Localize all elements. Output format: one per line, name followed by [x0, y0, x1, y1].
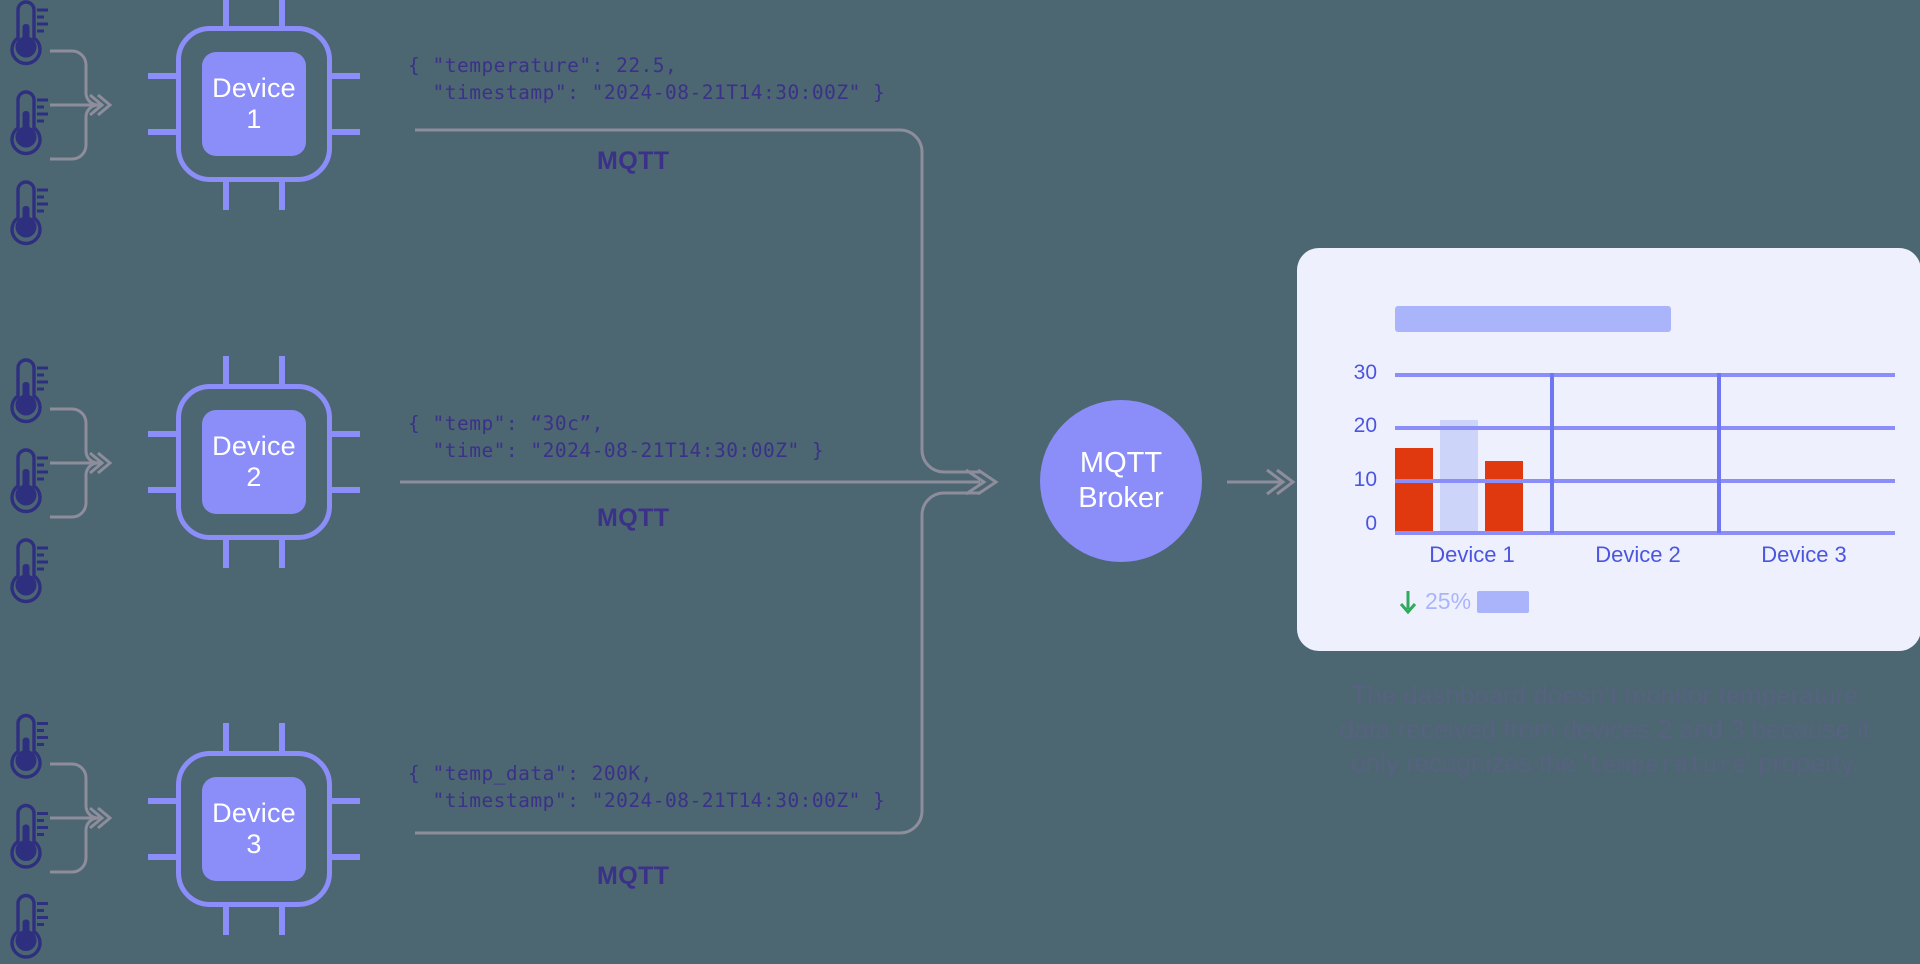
- dashboard-title-placeholder: [1395, 306, 1671, 332]
- chip-outline: [176, 384, 332, 540]
- chip-outline: [176, 26, 332, 182]
- sensor-brace-1: [50, 49, 113, 161]
- chip-pin: [330, 129, 360, 135]
- chip-pin: [279, 180, 285, 210]
- sensor-group-3: [10, 713, 48, 959]
- chip-pin: [330, 73, 360, 79]
- thermometer-icon: [10, 538, 48, 604]
- chip-pin: [148, 854, 178, 860]
- bar-device1-series1: [1395, 448, 1433, 533]
- caption-line-3-pre: only recognizes the ': [1350, 748, 1588, 778]
- thermometer-icon: [10, 448, 48, 514]
- device-chip-label-1: Device 1: [202, 52, 306, 156]
- x-label-device-3: Device 3: [1761, 542, 1847, 567]
- x-label-device-2: Device 2: [1595, 542, 1681, 567]
- thermometer-icon: [10, 0, 48, 66]
- sensor-group-1: [10, 0, 48, 246]
- chip-pin: [223, 356, 229, 386]
- caption-line-3: only recognizes the 'temperature' proper…: [1285, 746, 1920, 781]
- payload-device-3: { "temp_data": 200K, "timestamp": "2024-…: [408, 762, 886, 812]
- protocol-label-3: MQTT: [597, 862, 670, 890]
- sensor-brace-2: [50, 407, 113, 519]
- gridline-20: [1395, 426, 1895, 430]
- mqtt-broker-label: MQTT Broker: [1078, 447, 1164, 514]
- chip-pin: [279, 905, 285, 935]
- protocol-label-1: MQTT: [597, 147, 670, 175]
- broker-to-dashboard-arrow: [1227, 468, 1296, 496]
- mqtt-broker-node[interactable]: MQTT Broker: [1040, 400, 1202, 562]
- chip-pin: [148, 431, 178, 437]
- caption-line-3-post: ' property.: [1746, 748, 1860, 778]
- device-chip-label-2: Device 2: [202, 410, 306, 514]
- thermometer-icon: [10, 90, 48, 156]
- x-label-device-1: Device 1: [1429, 542, 1515, 567]
- axis-baseline: [1395, 531, 1895, 535]
- thermometer-icon: [10, 358, 48, 424]
- arrow-down-icon: [1399, 590, 1417, 614]
- caption-line-2: data received from devices 2 and 3 becau…: [1339, 714, 1871, 744]
- chip-pin: [223, 0, 229, 28]
- gridline-30: [1395, 373, 1895, 377]
- payload-device-1: { "temperature": 22.5, "timestamp": "202…: [408, 54, 886, 104]
- chip-pin: [148, 129, 178, 135]
- chip-pin: [148, 73, 178, 79]
- thermometer-icon: [10, 180, 48, 246]
- bar-device1-series2: [1440, 420, 1478, 533]
- device-chip-2[interactable]: Device 2: [148, 356, 360, 568]
- chip-pin: [223, 723, 229, 753]
- trend-indicator: 25%: [1397, 588, 1530, 615]
- thermometer-icon: [10, 803, 48, 869]
- chip-pin: [223, 538, 229, 568]
- device-chip-3[interactable]: Device 3: [148, 723, 360, 935]
- chip-outline: [176, 751, 332, 907]
- caption-code-token: temperature: [1587, 750, 1747, 778]
- y-tick-0: 0: [1365, 512, 1377, 535]
- dashboard-caption: The dashboard doesn’t monitor temperatur…: [1285, 678, 1920, 781]
- device-chip-1[interactable]: Device 1: [148, 0, 360, 210]
- thermometer-icon: [10, 713, 48, 779]
- category-divider-1: [1550, 373, 1554, 533]
- device-chip-label-3: Device 3: [202, 777, 306, 881]
- chip-pin: [223, 905, 229, 935]
- caption-line-1: The dashboard doesn’t monitor temperatur…: [1351, 680, 1859, 710]
- gridline-10: [1395, 479, 1895, 483]
- chip-pin: [330, 798, 360, 804]
- chip-pin: [279, 723, 285, 753]
- chip-pin: [148, 798, 178, 804]
- trend-placeholder-chip: [1477, 590, 1530, 613]
- mqtt-bus-connectors: [400, 128, 999, 835]
- protocol-label-2: MQTT: [597, 504, 670, 532]
- chip-pin: [148, 487, 178, 493]
- chip-pin: [279, 0, 285, 28]
- chip-pin: [223, 180, 229, 210]
- y-tick-30: 30: [1353, 361, 1377, 384]
- chip-pin: [279, 538, 285, 568]
- y-tick-10: 10: [1353, 468, 1377, 491]
- chip-pin: [330, 487, 360, 493]
- dashboard-card[interactable]: 30 20 10 0 Device 1 Device 2 Device 3 25…: [1297, 248, 1920, 651]
- chip-pin: [330, 854, 360, 860]
- category-divider-2: [1717, 373, 1721, 533]
- y-tick-20: 20: [1353, 414, 1377, 437]
- payload-device-2: { "temp": “30c”, "time": "2024-08-21T14:…: [408, 412, 825, 462]
- sensor-brace-3: [50, 762, 113, 874]
- chip-pin: [279, 356, 285, 386]
- sensor-group-2: [10, 358, 48, 604]
- chip-pin: [330, 431, 360, 437]
- trend-percent: 25%: [1425, 588, 1472, 614]
- thermometer-icon: [10, 893, 48, 959]
- bar-device1-series3: [1485, 461, 1523, 533]
